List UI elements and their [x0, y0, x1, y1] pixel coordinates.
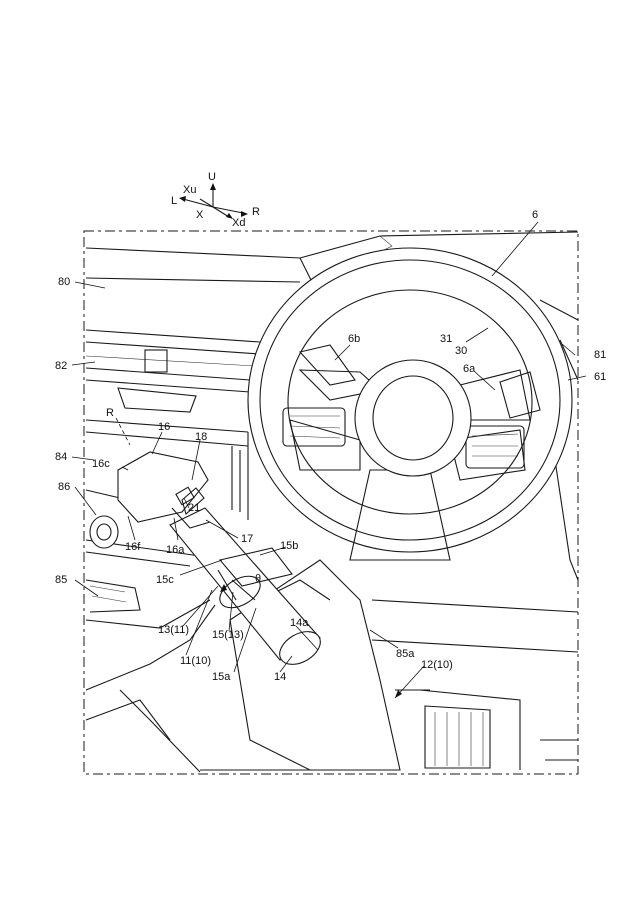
label-14a: 14a	[290, 617, 309, 629]
label-15a: 15a	[212, 671, 231, 683]
shift-knob	[117, 451, 211, 529]
label-16f: 16f	[125, 541, 141, 553]
label-13-11: 13(11)	[158, 624, 189, 636]
view-frame	[83, 230, 579, 775]
label-15-13: 15(13)	[212, 629, 244, 641]
left-control-knob	[89, 515, 119, 549]
label-15b: 15b	[280, 540, 298, 552]
label-16: 16	[158, 421, 170, 433]
label-80: 80	[58, 276, 70, 288]
label-84: 84	[55, 451, 67, 463]
label-81: 81	[594, 349, 606, 361]
label-82: 82	[55, 360, 67, 372]
label-16a: 16a	[166, 544, 185, 556]
shift-lever	[169, 507, 321, 665]
label-6a: 6a	[463, 363, 476, 375]
label-85a: 85a	[396, 648, 415, 660]
label-31: 31	[440, 333, 452, 345]
axis-R: R	[252, 206, 260, 218]
right-floor-console	[371, 299, 579, 770]
label-6b: 6b	[348, 333, 360, 345]
airbag-hub	[354, 359, 472, 477]
label-12-10: 12(10)	[421, 659, 453, 671]
axis-Xd: Xd	[232, 217, 245, 229]
label-85: 85	[55, 574, 67, 586]
label-21: 21	[188, 502, 200, 514]
label-6: 6	[532, 209, 538, 221]
axis-L: L	[171, 195, 177, 207]
leader-lines	[71, 221, 587, 699]
label-14: 14	[274, 671, 286, 683]
axis-X: X	[196, 209, 204, 221]
axis-Xu: Xu	[183, 184, 196, 196]
label-86: 86	[58, 481, 70, 493]
axis-U: U	[208, 171, 216, 183]
label-17: 17	[241, 533, 253, 545]
label-16c: 16c	[92, 458, 110, 470]
label-15c: 15c	[156, 574, 174, 586]
label-theta: θ	[255, 573, 261, 585]
label-61: 61	[594, 371, 606, 383]
direction-indicator: U L R X Xu Xd	[171, 171, 260, 229]
label-30: 30	[455, 345, 467, 357]
label-11-10: 11(10)	[180, 655, 211, 667]
label-18: 18	[195, 431, 207, 443]
label-R: R	[106, 407, 114, 419]
reference-numerals: 6 80 82 84 86 85 81 61 31 30 6b 6a R 16 …	[55, 209, 606, 683]
